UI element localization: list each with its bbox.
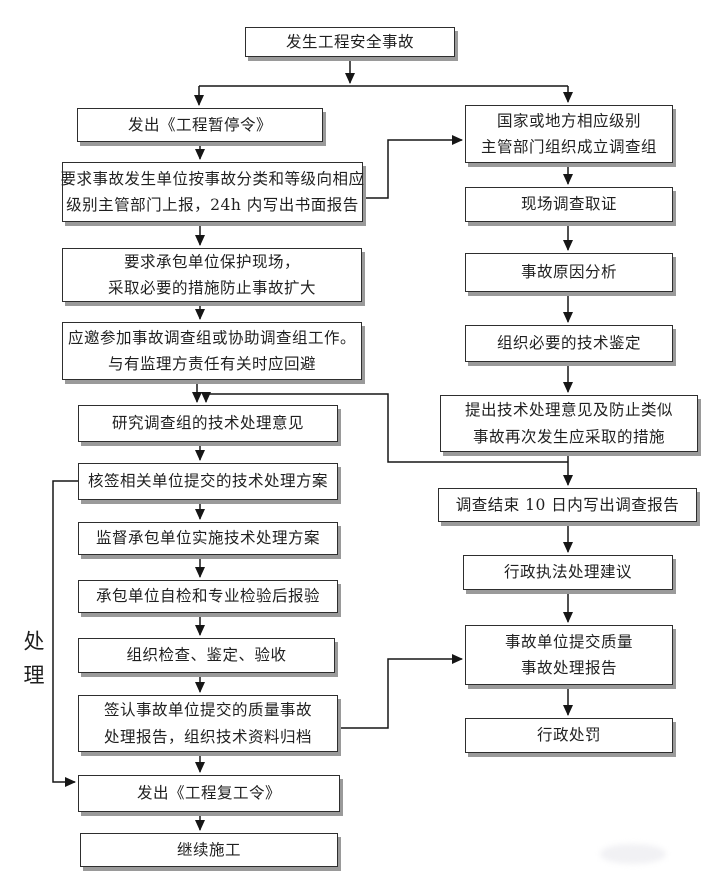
node-issue-resume-order: 发出《工程复工令》: [78, 775, 340, 812]
node-countersign-plan: 核签相关单位提交的技术处理方案: [78, 463, 338, 500]
node-label: 要求事故发生单位按事故分类和等级向相应: [60, 169, 365, 188]
node-label: 继续施工: [176, 840, 241, 859]
node-label: 事故处理报告: [520, 659, 617, 677]
node-label: 事故再次发生应采取的措施: [472, 427, 665, 446]
node-label: 行政执法处理建议: [503, 563, 632, 582]
node-technical-appraisal: 组织必要的技术鉴定: [465, 325, 673, 362]
node-label: 行政处罚: [536, 726, 601, 745]
node-label: 调查结束 10 日内写出调查报告: [455, 495, 680, 514]
node-form-investigation-team: 国家或地方相应级别 主管部门组织成立调查组: [465, 105, 673, 163]
node-issue-stop-order: 发出《工程暂停令》: [77, 108, 323, 142]
node-investigation-report-10days: 调查结束 10 日内写出调查报告: [438, 488, 697, 522]
node-site-evidence: 现场调查取证: [465, 187, 673, 222]
node-contractor-selfcheck: 承包单位自检和专业检验后报验: [78, 580, 338, 613]
node-label: 事故原因分析: [520, 263, 617, 282]
node-label: 与有监理方责任有关时应回避: [107, 355, 316, 373]
node-label: 发出《工程复工令》: [136, 784, 281, 803]
phase-label-handling: 处理: [21, 630, 45, 698]
node-protect-site: 要求承包单位保护现场， 采取必要的措施防止事故扩大: [62, 248, 362, 302]
node-supervise-implementation: 监督承包单位实施技术处理方案: [78, 522, 338, 555]
node-law-enforcement-suggestion: 行政执法处理建议: [463, 555, 673, 590]
node-label: 承包单位自检和专业检验后报验: [95, 587, 320, 606]
node-study-opinions: 研究调查组的技术处理意见: [78, 405, 338, 442]
node-label: 国家或地方相应级别: [496, 111, 641, 130]
connector-sign-to-submit: [338, 654, 463, 729]
node-label: 发出《工程暂停令》: [127, 115, 272, 134]
node-label: 现场调查取证: [520, 195, 617, 214]
connector-right-to-left-feedback: [201, 392, 568, 463]
node-label: 主管部门组织成立调查组: [480, 138, 657, 156]
node-label: 处理报告，组织技术资料归档: [103, 727, 312, 746]
node-label: 发生工程安全事故: [285, 32, 414, 51]
node-label: 核签相关单位提交的技术处理方案: [87, 472, 328, 491]
node-label: 事故单位提交质量: [504, 632, 633, 651]
node-propose-measures: 提出技术处理意见及防止类似 事故再次发生应采取的措施: [440, 395, 698, 452]
node-label: 提出技术处理意见及防止类似: [464, 401, 673, 420]
node-cause-analysis: 事故原因分析: [465, 253, 673, 292]
node-label: 签认事故单位提交的质量事故: [103, 701, 312, 720]
node-label: 监督承包单位实施技术处理方案: [95, 529, 320, 548]
node-sign-report-archive: 签认事故单位提交的质量事故 处理报告，组织技术资料归档: [78, 695, 338, 752]
watermark-blob: [600, 844, 666, 864]
node-report-24h: 要求事故发生单位按事故分类和等级向相应 级别主管部门上报，24h 内写出书面报告: [60, 162, 365, 222]
node-continue-construction: 继续施工: [80, 833, 338, 867]
node-join-investigation: 应邀参加事故调查组或协助调查组工作。 与有监理方责任有关时应回避: [62, 322, 362, 380]
node-label: 要求承包单位保护现场，: [123, 252, 300, 271]
node-label: 组织检查、鉴定、验收: [126, 646, 287, 665]
node-label: 研究调查组的技术处理意见: [111, 414, 304, 433]
connector-countersign-to-resume: [52, 480, 78, 787]
node-label: 应邀参加事故调查组或协助调查组工作。: [67, 328, 356, 347]
connector-report-to-team: [363, 135, 463, 199]
node-label: 采取必要的措施防止事故扩大: [107, 279, 316, 297]
node-label: 级别主管部门上报，24h 内写出书面报告: [66, 196, 359, 214]
node-organize-inspection: 组织检查、鉴定、验收: [78, 638, 335, 673]
node-submit-quality-report: 事故单位提交质量 事故处理报告: [465, 625, 673, 685]
node-accident-occurs: 发生工程安全事故: [245, 27, 455, 57]
node-administrative-penalty: 行政处罚: [465, 718, 673, 753]
node-label: 组织必要的技术鉴定: [496, 334, 641, 353]
